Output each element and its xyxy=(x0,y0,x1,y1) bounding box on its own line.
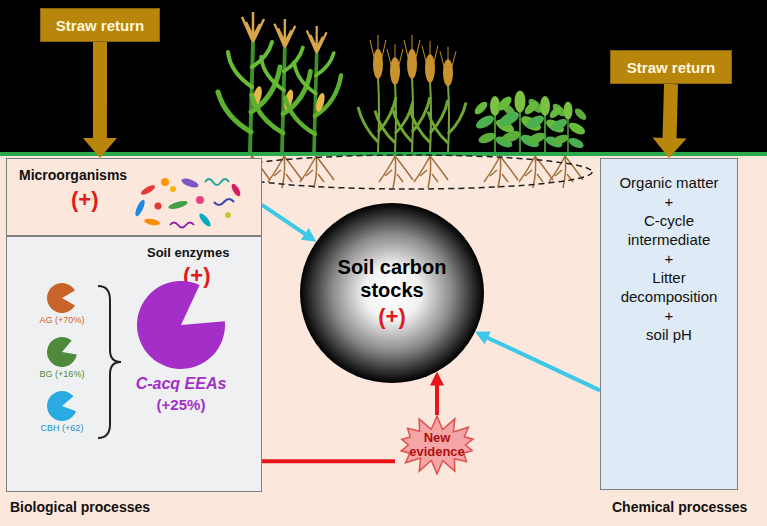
plant-roots xyxy=(414,156,448,188)
soybean-plant xyxy=(548,102,588,152)
microbe-icon xyxy=(225,212,231,218)
flow-arrow xyxy=(262,205,316,242)
enzyme-pie-shape xyxy=(47,337,77,367)
node-text: Litter decomposition xyxy=(607,268,731,306)
microbe-icon xyxy=(230,182,242,197)
carbon-pool-ellipse: Soil carbon stocks(+) xyxy=(300,203,484,383)
node-text: (+25%) xyxy=(157,396,206,413)
node-text: soil pH xyxy=(646,325,692,344)
rhizosphere-outline xyxy=(228,155,592,189)
enzyme-pie-shape xyxy=(137,281,225,369)
microbe-icon xyxy=(205,179,229,185)
microbe-icon xyxy=(196,196,204,204)
plant-roots xyxy=(484,156,518,188)
microbe-icon xyxy=(170,186,176,192)
maize-plant xyxy=(285,26,341,152)
node-text: C-cycle intermediate xyxy=(607,211,731,249)
node-text: Microorganisms xyxy=(19,167,127,183)
enzyme-item: AG (+70%) xyxy=(34,281,90,331)
microbe-icon xyxy=(170,223,194,228)
process-panel: Organic matter+C-cycle intermediate+Litt… xyxy=(600,158,738,490)
ground-line xyxy=(0,152,767,156)
node-text: + xyxy=(665,249,674,268)
flow-arrow xyxy=(475,331,600,390)
enzyme-total: C-acq EEAs (+25%) xyxy=(119,277,243,442)
section-label: Chemical processes xyxy=(612,499,747,515)
plant-roots xyxy=(549,156,583,188)
enzyme-pie xyxy=(119,277,243,373)
arrow-head xyxy=(83,138,117,158)
connector-line xyxy=(486,337,600,390)
microbe-icon xyxy=(144,218,161,227)
flow-arrow xyxy=(83,42,117,158)
node-text: + xyxy=(665,306,674,325)
input-box: Straw return xyxy=(40,8,160,42)
microbe-icon xyxy=(168,200,189,211)
flow-arrow xyxy=(262,461,395,462)
enzyme-item: CBH (+62) xyxy=(34,389,90,439)
flow-arrow xyxy=(653,84,687,158)
arrow-head xyxy=(301,228,317,242)
input-box: Straw return xyxy=(610,50,732,84)
node-text: Straw return xyxy=(56,17,144,34)
process-panel: Soil enzymes(+)AG (+70%)BG (+16%)CBH (+6… xyxy=(6,236,262,492)
arrow-head xyxy=(475,331,491,344)
node-text: BG (+16%) xyxy=(40,369,85,379)
node-text: Soil enzymes xyxy=(147,245,229,260)
microbe-icon xyxy=(140,183,157,196)
node-text: C-acq EEAs xyxy=(136,375,227,393)
sky-band xyxy=(0,0,767,153)
connector-line xyxy=(262,205,306,235)
node-text: (+) xyxy=(378,304,406,330)
microbe-icon xyxy=(198,212,213,228)
wheat-plant xyxy=(428,47,466,152)
maize-plant xyxy=(252,19,311,152)
microbe-icon xyxy=(155,203,162,210)
burst-shape xyxy=(401,416,473,474)
node-text: + xyxy=(665,192,674,211)
node-text: AG (+70%) xyxy=(40,315,85,325)
node-text: Organic matter xyxy=(619,173,718,192)
node-text: CBH (+62) xyxy=(41,423,84,433)
node-text: New evidence xyxy=(406,431,468,459)
microbe-icon xyxy=(214,199,234,205)
carbon-pool-shape xyxy=(300,203,484,383)
enzyme-item: BG (+16%) xyxy=(34,335,90,385)
node-text: (+) xyxy=(71,187,99,213)
plant-roots xyxy=(300,156,334,188)
microbe-icon xyxy=(180,177,199,190)
node-text: Straw return xyxy=(627,59,715,76)
evidence-burst: New evidence xyxy=(395,415,479,475)
flow-arrow xyxy=(430,371,444,415)
node-text: Soil carbon stocks xyxy=(327,256,457,302)
connector-line xyxy=(262,459,395,463)
arrow-head xyxy=(653,138,687,158)
connector-line xyxy=(93,42,107,140)
microbe-icon xyxy=(161,178,169,186)
process-panel: Microorganisms (+) xyxy=(6,158,262,236)
connector-line xyxy=(435,384,439,415)
enzyme-pie-shape xyxy=(47,391,76,421)
enzyme-pie xyxy=(34,389,90,423)
enzyme-pie xyxy=(34,335,90,369)
maize-plant xyxy=(218,12,280,152)
connector-line xyxy=(669,84,671,140)
enzyme-pie-shape xyxy=(47,283,75,313)
plant-roots xyxy=(379,156,413,188)
enzyme-pie xyxy=(34,281,90,315)
section-label: Biological processes xyxy=(10,499,150,515)
microbe-icon xyxy=(133,199,146,218)
grouping-bracket xyxy=(98,286,121,438)
wheat-plant xyxy=(358,35,396,152)
